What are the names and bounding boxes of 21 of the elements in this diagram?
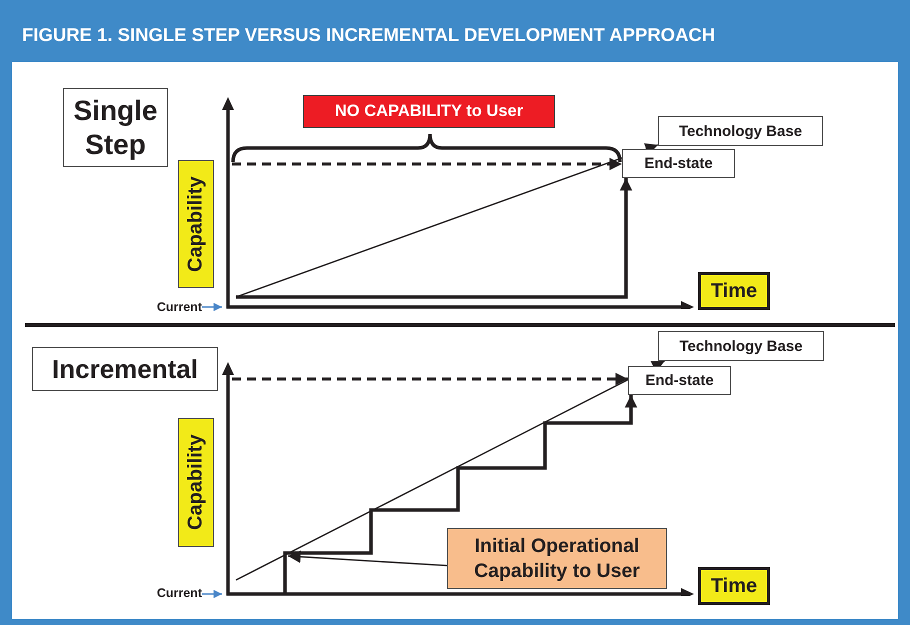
leader-arrow [236, 360, 665, 581]
axis-label-box: Time [698, 272, 770, 310]
axis-label-box: Capability [178, 418, 214, 547]
arrow [202, 302, 222, 312]
arrow [202, 590, 222, 598]
title-box: Incremental [32, 347, 218, 391]
figure-title: FIGURE 1. SINGLE STEP VERSUS INCREMENTAL DEVELOPMENT APPROACH [22, 24, 716, 46]
label-box: End-state [628, 366, 731, 395]
leader-arrow [288, 550, 448, 566]
axis-label-box: Capability [178, 160, 214, 288]
label-box: End-state [622, 149, 735, 178]
leader-arrow [236, 178, 632, 299]
dashed-arrow [232, 158, 622, 170]
leader-arrow [283, 395, 638, 594]
axis-label: Current [140, 299, 202, 315]
dashed-arrow [232, 372, 628, 386]
axis-label: Current [140, 585, 202, 601]
title-box: Single Step [63, 88, 168, 167]
label-box: Technology Base [658, 116, 823, 146]
axis-label-box: Time [698, 567, 770, 605]
label-box: Technology Base [658, 331, 824, 361]
